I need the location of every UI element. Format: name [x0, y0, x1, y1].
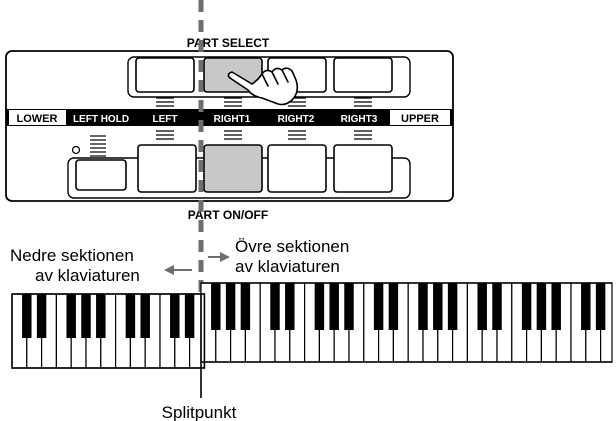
black-key: [225, 283, 236, 330]
part-onoff-row: [67, 144, 411, 199]
lower-keyboard-frame: [11, 293, 206, 369]
split-point-label: Splitpunkt: [162, 403, 237, 421]
left-hold-led: [71, 145, 81, 155]
strip-label-upper: UPPER: [401, 113, 439, 125]
black-key: [521, 283, 532, 330]
black-key: [66, 294, 76, 338]
part-onoff-button-right2[interactable]: [267, 144, 327, 193]
black-key: [595, 283, 606, 330]
strip-label-right1: RIGHT1: [214, 114, 251, 125]
strip-label-left: LEFT: [153, 114, 178, 125]
black-key: [447, 283, 458, 330]
keyboard: [11, 282, 613, 369]
black-key: [536, 283, 547, 330]
black-key: [581, 283, 591, 330]
black-key: [433, 283, 443, 330]
black-key: [170, 294, 180, 338]
strip-label-right3: RIGHT3: [341, 114, 378, 125]
black-key: [36, 294, 47, 338]
black-key: [492, 283, 502, 330]
hand-pointer-icon: [227, 67, 299, 106]
black-key: [314, 283, 325, 330]
arrow-right-icon: [208, 252, 230, 262]
black-key: [551, 283, 561, 330]
part-select-indicators: [156, 97, 372, 107]
part-select-button-right3[interactable]: [333, 57, 393, 93]
upper-section-label-line1: Övre sektionen: [235, 237, 349, 256]
black-key: [270, 283, 280, 330]
black-key: [329, 283, 339, 330]
black-key: [344, 283, 354, 330]
black-key: [388, 283, 399, 330]
strip-label-right2: RIGHT2: [278, 114, 315, 125]
lower-section-label-line1: Nedre sektionen: [10, 246, 134, 265]
upper-section-label-line2: av klaviaturen: [235, 257, 340, 276]
strip-label-lower: LOWER: [17, 113, 58, 125]
black-key: [240, 283, 251, 330]
part-onoff-button-left-hold[interactable]: [75, 159, 127, 191]
black-key: [125, 294, 136, 338]
lower-section-label-line2: av klaviaturen: [35, 266, 140, 285]
part-select-row: [127, 56, 411, 98]
black-key: [184, 294, 195, 338]
lower-label-box: [9, 110, 66, 125]
part-select-label: PART SELECT: [187, 36, 270, 50]
black-key: [285, 283, 295, 330]
black-key: [22, 294, 32, 338]
part-onoff-button-right1[interactable]: [203, 144, 263, 193]
part-onoff-indicators: [90, 130, 372, 157]
black-key: [81, 294, 91, 338]
part-onoff-button-left[interactable]: [137, 144, 197, 193]
black-key: [418, 283, 428, 330]
arrow-left-icon: [164, 265, 192, 275]
black-key: [96, 294, 106, 338]
black-key: [140, 294, 150, 338]
upper-label-box: [390, 110, 450, 125]
strip-label-left-hold: LEFT HOLD: [73, 114, 129, 125]
black-key: [477, 283, 487, 330]
part-onoff-label: PART ON/OFF: [188, 208, 268, 222]
black-key: [211, 283, 221, 330]
black-key: [373, 283, 384, 330]
part-onoff-button-right3[interactable]: [333, 144, 393, 193]
part-select-button-left[interactable]: [135, 57, 195, 93]
part-label-strip: [6, 109, 453, 126]
